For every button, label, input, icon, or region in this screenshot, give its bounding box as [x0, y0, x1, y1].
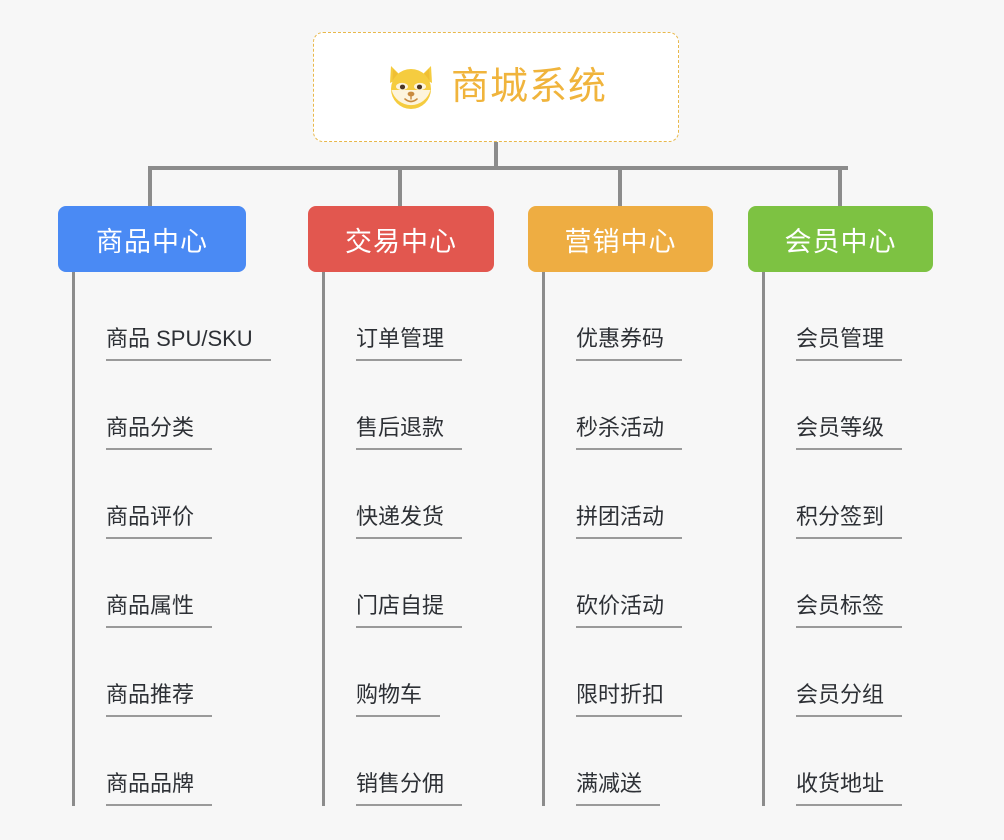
leaf-label: 商品推荐	[106, 682, 213, 717]
leaf-list-member-center: 会员管理 会员等级 积分签到 会员标签 会员分组 收货地址	[762, 272, 933, 806]
connector-drop-branch-3	[618, 166, 622, 206]
leaf-list-trade-center: 订单管理 售后退款 快递发货 门店自提 购物车 销售分佣	[322, 272, 494, 806]
connector-drop-branch-1	[148, 166, 152, 206]
branch-marketing-center: 营销中心 优惠券码 秒杀活动 拼团活动 砍价活动 限时折扣 满减送	[528, 206, 713, 806]
connector-drop-branch-2	[398, 166, 402, 206]
leaf-item[interactable]: 收货地址	[765, 717, 933, 806]
leaf-list-marketing-center: 优惠券码 秒杀活动 拼团活动 砍价活动 限时折扣 满减送	[542, 272, 713, 806]
leaf-label: 会员管理	[796, 326, 903, 361]
leaf-label: 商品品牌	[106, 771, 213, 806]
branch-header-label: 商品中心	[96, 226, 208, 257]
leaf-label: 收货地址	[796, 771, 903, 806]
leaf-item[interactable]: 商品分类	[75, 361, 246, 450]
leaf-item[interactable]: 商品品牌	[75, 717, 246, 806]
leaf-item[interactable]: 优惠券码	[545, 272, 713, 361]
leaf-label: 销售分佣	[356, 771, 463, 806]
branch-header-trade-center[interactable]: 交易中心	[308, 206, 494, 272]
leaf-item[interactable]: 秒杀活动	[545, 361, 713, 450]
leaf-label: 商品属性	[106, 593, 213, 628]
leaf-item[interactable]: 门店自提	[325, 539, 494, 628]
leaf-label: 商品分类	[106, 415, 213, 450]
leaf-label: 会员分组	[796, 682, 903, 717]
leaf-label: 订单管理	[356, 326, 463, 361]
leaf-label: 积分签到	[796, 504, 903, 539]
leaf-label: 满减送	[576, 771, 661, 806]
leaf-item[interactable]: 会员等级	[765, 361, 933, 450]
branch-header-label: 交易中心	[345, 226, 457, 257]
branch-header-label: 营销中心	[564, 226, 677, 257]
leaf-item[interactable]: 积分签到	[765, 450, 933, 539]
branch-header-marketing-center[interactable]: 营销中心	[528, 206, 713, 272]
connector-root-stem	[494, 142, 498, 170]
shiba-dog-face-icon	[389, 66, 432, 109]
leaf-label: 商品 SPU/SKU	[106, 326, 271, 361]
leaf-item[interactable]: 满减送	[545, 717, 713, 806]
leaf-label: 会员标签	[796, 593, 903, 628]
leaf-label: 限时折扣	[576, 682, 683, 717]
root-node[interactable]: 商城系统	[313, 32, 679, 142]
connector-horizontal-bus	[148, 166, 848, 170]
leaf-item[interactable]: 售后退款	[325, 361, 494, 450]
leaf-item[interactable]: 会员分组	[765, 628, 933, 717]
branch-header-label: 会员中心	[784, 226, 897, 257]
leaf-label: 快递发货	[356, 504, 463, 539]
connector-drop-branch-4	[838, 166, 842, 206]
leaf-item[interactable]: 会员标签	[765, 539, 933, 628]
leaf-label: 砍价活动	[576, 593, 683, 628]
leaf-item[interactable]: 销售分佣	[325, 717, 494, 806]
branch-product-center: 商品中心 商品 SPU/SKU 商品分类 商品评价 商品属性 商品推荐 商品品牌	[58, 206, 271, 806]
leaf-item[interactable]: 商品评价	[75, 450, 246, 539]
branch-header-member-center[interactable]: 会员中心	[748, 206, 933, 272]
leaf-item[interactable]: 商品属性	[75, 539, 246, 628]
leaf-item[interactable]: 商品推荐	[75, 628, 246, 717]
leaf-item[interactable]: 会员管理	[765, 272, 933, 361]
leaf-label: 商品评价	[106, 504, 213, 539]
leaf-item[interactable]: 限时折扣	[545, 628, 713, 717]
branch-header-product-center[interactable]: 商品中心	[58, 206, 246, 272]
leaf-item[interactable]: 砍价活动	[545, 539, 713, 628]
leaf-list-product-center: 商品 SPU/SKU 商品分类 商品评价 商品属性 商品推荐 商品品牌	[72, 272, 271, 806]
leaf-label: 售后退款	[356, 415, 463, 450]
leaf-item[interactable]: 购物车	[325, 628, 494, 717]
leaf-label: 会员等级	[796, 415, 903, 450]
leaf-item[interactable]: 快递发货	[325, 450, 494, 539]
leaf-label: 秒杀活动	[576, 415, 683, 450]
branch-member-center: 会员中心 会员管理 会员等级 积分签到 会员标签 会员分组 收货地址	[748, 206, 933, 806]
leaf-item[interactable]: 商品 SPU/SKU	[75, 272, 271, 361]
leaf-label: 优惠券码	[576, 326, 683, 361]
leaf-label: 拼团活动	[576, 504, 683, 539]
leaf-item[interactable]: 拼团活动	[545, 450, 713, 539]
leaf-label: 购物车	[356, 682, 441, 717]
leaf-item[interactable]: 订单管理	[325, 272, 494, 361]
root-title: 商城系统	[450, 66, 607, 108]
branch-trade-center: 交易中心 订单管理 售后退款 快递发货 门店自提 购物车 销售分佣	[308, 206, 494, 806]
leaf-label: 门店自提	[356, 593, 463, 628]
